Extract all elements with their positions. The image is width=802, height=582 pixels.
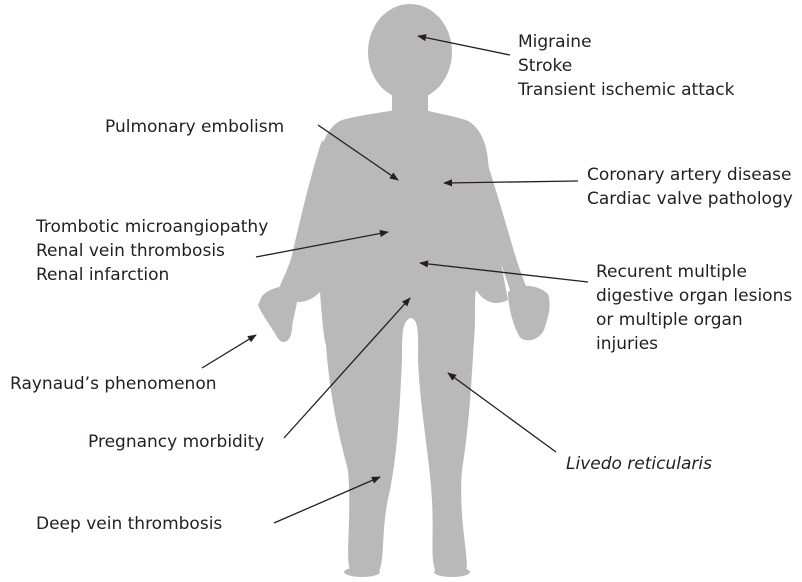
label-deep-vein-thrombosis: Deep vein thrombosis: [36, 512, 222, 536]
label-renal: Trombotic microangiopathy Renal vein thr…: [36, 215, 268, 287]
label-trombotic-microangiopathy: Trombotic microangiopathy: [36, 215, 268, 239]
body-foot-right: [434, 567, 470, 577]
label-digestive-line-3: or multiple organ: [596, 308, 792, 332]
label-migraine: Migraine: [518, 30, 735, 54]
label-digestive-line-1: Recurent multiple: [596, 260, 792, 284]
label-coronary-artery-disease: Coronary artery disease: [587, 163, 793, 187]
human-body-silhouette: [258, 4, 550, 577]
body-hand-left: [258, 287, 298, 342]
label-raynaud: Raynaud’s phenomenon: [10, 372, 217, 396]
label-pulmonary-embolism: Pulmonary embolism: [105, 115, 284, 139]
label-digestive-line-4: injuries: [596, 332, 792, 356]
label-pulmonary: Pulmonary embolism: [105, 115, 284, 139]
label-stroke: Stroke: [518, 54, 735, 78]
label-pregnancy: Pregnancy morbidity: [88, 430, 264, 454]
label-digestive: Recurent multiple digestive organ lesion…: [596, 260, 792, 356]
arrow-raynaud: [202, 335, 256, 368]
body-head: [368, 4, 452, 100]
label-livedo: Livedo reticularis: [566, 452, 712, 476]
body-foot-left: [344, 567, 380, 577]
label-cardiac-valve-pathology: Cardiac valve pathology: [587, 187, 793, 211]
label-cardiac: Coronary artery disease Cardiac valve pa…: [587, 163, 793, 211]
label-renal-vein-thrombosis: Renal vein thrombosis: [36, 239, 268, 263]
label-dvt: Deep vein thrombosis: [36, 512, 222, 536]
label-renal-infarction: Renal infarction: [36, 263, 268, 287]
label-head-conditions: Migraine Stroke Transient ischemic attac…: [518, 30, 735, 102]
label-tia: Transient ischemic attack: [518, 78, 735, 102]
body-neck: [392, 88, 428, 118]
body-hand-right: [508, 286, 550, 341]
label-pregnancy-morbidity: Pregnancy morbidity: [88, 430, 264, 454]
label-raynauds-phenomenon: Raynaud’s phenomenon: [10, 372, 217, 396]
label-livedo-reticularis: Livedo reticularis: [566, 452, 712, 476]
label-digestive-line-2: digestive organ lesions: [596, 284, 792, 308]
